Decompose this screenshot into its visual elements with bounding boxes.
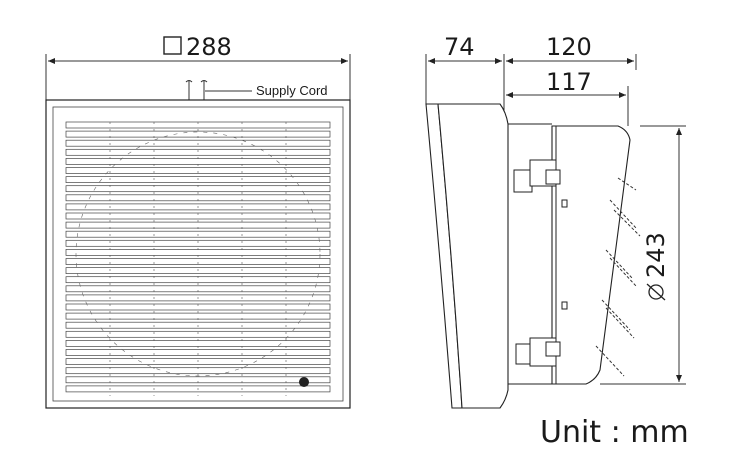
louver-slat (65, 249, 331, 256)
bottom-bracket (515, 337, 561, 367)
supply-cord (185, 80, 252, 100)
diameter-label-group: 243 (642, 232, 670, 301)
louver-slat (65, 330, 331, 338)
louver-slat (65, 148, 331, 156)
louver-slat (65, 239, 331, 247)
diameter-symbol-icon (648, 284, 664, 300)
louver-slat (65, 340, 331, 347)
fan-blade-outline (75, 131, 321, 377)
side-housing (437, 103, 509, 409)
unit-label: Unit : mm (540, 415, 689, 450)
louver-grille (65, 121, 331, 396)
depth-front-label: 74 (444, 33, 475, 61)
louver-slat (65, 158, 331, 165)
square-symbol-icon (163, 36, 182, 55)
side-view: 74 120 117 (425, 33, 686, 409)
depth-total-label: 120 (546, 33, 592, 61)
shutter-blades (595, 177, 641, 377)
louver-slat (65, 349, 331, 356)
width-label: 288 (186, 33, 232, 61)
front-view: 288 Supply Cord (45, 33, 351, 409)
louver-slat (65, 258, 331, 265)
supply-cord-label: Supply Cord (256, 83, 328, 98)
louver-slat (65, 167, 331, 174)
pull-cord-icon (299, 377, 309, 387)
top-bracket (513, 159, 561, 193)
motor-body (551, 125, 631, 385)
diameter-label: 243 (642, 232, 670, 278)
depth-body-label: 117 (546, 68, 592, 96)
